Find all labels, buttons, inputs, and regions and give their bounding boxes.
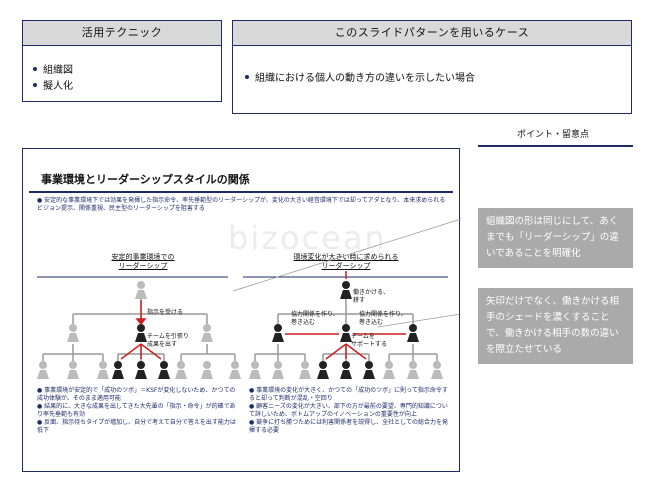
list-item: ● 事業環境の変化が大きく、かつての「成功のツボ」に則って指示命令すると却って判…	[249, 387, 448, 402]
slide-intro: ● 安定的な事業環境下では効果を発揮した指示命令、率先垂範型のリーダーシップが、…	[37, 197, 446, 212]
point-note-2: 矢印だけでなく、働きかける相手のシェードを濃くすることで、働きかける相手の数の違…	[478, 288, 633, 364]
list-item: 擬人化	[33, 79, 73, 95]
right-org-figures	[249, 271, 443, 379]
slide-title: 事業環境とリーダーシップスタイルの関係	[41, 173, 250, 186]
case-box: このスライドパターンを用いるケース 組織における個人の動き方の違いを示したい場合	[232, 20, 632, 114]
right-bullets: ● 事業環境の変化が大きく、かつての「成功のツボ」に則って指示命令すると却って判…	[249, 387, 449, 435]
list-item: ● 事業環境が安定的で「成功のツボ」＝KSFが変化しないため、かつての成功体験が…	[37, 387, 236, 402]
list-item: ● 反面、指示待ちタイプが増加し、自分で考えて自分で答えを出す能力は低下	[37, 419, 236, 434]
case-header: このスライドパターンを用いるケース	[233, 21, 631, 46]
technique-box: 活用テクニック 組織図 擬人化	[22, 20, 222, 102]
technique-header: 活用テクニック	[23, 21, 221, 46]
left-column-title: 安定的事業環境での リーダーシップ	[111, 253, 175, 270]
left-label-team: チームを引張り 成果を出す	[147, 333, 189, 348]
right-label-support: チームを サポートする	[351, 333, 388, 348]
left-org-figures	[37, 281, 241, 379]
list-item: ● 結果的に、大きな成果を出してきた大先輩の「指示・命令」が的確であり率先垂範も…	[37, 403, 236, 418]
point-note-1: 組織図の形は同じにして、あくまでも「リーダーシップ」の違いであることを明確化	[478, 208, 633, 268]
list-item: ● 競争に打ち勝つためには利害関係者を説得し、全社としての総合力を発揮する必要	[249, 419, 448, 434]
left-bullets: ● 事業環境が安定的で「成功のツボ」＝KSFが変化しないため、かつての成功体験が…	[37, 387, 237, 435]
slide-thumbnail: 事業環境とリーダーシップスタイルの関係 ● 安定的な事業環境下では効果を発揮した…	[22, 148, 461, 472]
right-column-title: 環境変化が大きい時に求められる リーダーシップ	[293, 253, 399, 270]
watermark: bizocean	[228, 219, 387, 257]
list-item: 組織における個人の動き方の違いを示したい場合	[245, 71, 475, 87]
right-label-involve-left: 協力関係を作り、 巻き込む	[291, 311, 339, 326]
right-label-cultivate: 働きかける、 耕す	[353, 289, 390, 304]
points-header: ポイント・留意点	[516, 130, 589, 140]
left-label-instruction: 指示を受ける	[147, 309, 184, 316]
points-divider	[478, 145, 633, 147]
org-chart-diagram	[37, 218, 461, 379]
case-list: 組織における個人の動き方の違いを示したい場合	[245, 71, 475, 87]
right-label-involve-right: 協力関係を作り、 巻き込む	[359, 311, 407, 326]
slide-title-rule	[29, 191, 453, 193]
list-item: ● 顧客ニーズの変化が大きい、部下の方が最前の要望、専門的知識について詳しいため…	[249, 403, 448, 418]
list-item: 組織図	[33, 63, 73, 79]
technique-list: 組織図 擬人化	[33, 63, 73, 95]
